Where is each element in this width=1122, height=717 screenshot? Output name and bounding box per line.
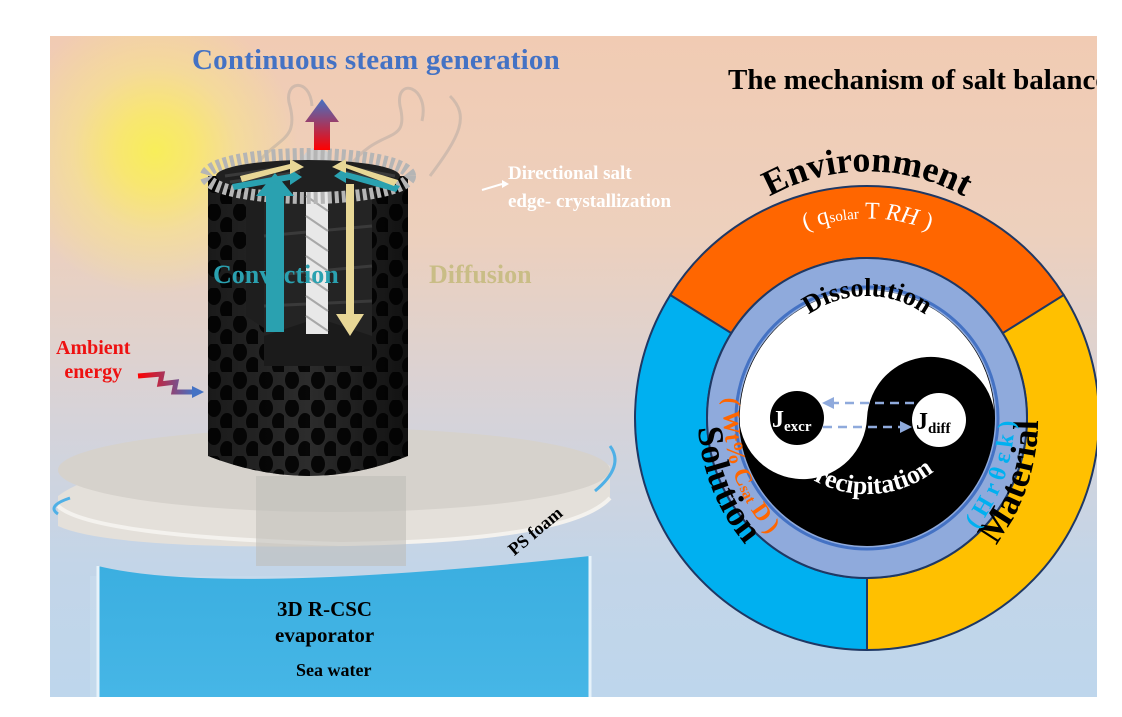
ambient-line1: Ambient [56, 337, 131, 359]
figure-panel: Environment ( qsolar T RH ) Dissolution … [50, 36, 1097, 697]
ambient-energy-label: Ambient energy [56, 336, 130, 384]
steam-generation-title: Continuous steam generation [192, 44, 560, 76]
outer-ring-segments [634, 184, 1097, 652]
ambient-line2: energy [64, 361, 123, 383]
j-excr-label: Jexcr [772, 407, 812, 435]
evaporator-line1: 3D R-CSC [277, 597, 373, 621]
evaporator-line2: evaporator [275, 623, 375, 647]
evaporator-illustration [52, 83, 617, 697]
sea-water-label: Sea water [296, 660, 372, 680]
heat-wave-arrow-icon [137, 371, 204, 398]
inner-ring-border [734, 285, 1000, 551]
edge-crystallization-label: Directional salt edge- crystallization [508, 160, 671, 216]
steam-arrow-icon [305, 99, 339, 150]
sea-water-container [90, 556, 592, 697]
j-excr-node [770, 391, 824, 445]
evaporator-label: 3D R-CSC evaporator [275, 596, 374, 648]
yin-yang [739, 290, 995, 546]
diffusion-arrows [240, 159, 398, 336]
edge-label-line1: Directional salt [508, 163, 632, 184]
convection-label: Convection [213, 260, 339, 289]
j-diff-label: Jdiff [916, 409, 952, 437]
salt-balance-diagram: Environment ( qsolar T RH ) Dissolution … [634, 139, 1097, 652]
edge-pointer-arrow [481, 183, 503, 191]
diffusion-label: Diffusion [429, 260, 532, 289]
edge-label-line2: edge- crystallization [508, 191, 672, 212]
convection-arrows [232, 167, 400, 332]
salt-balance-title: The mechanism of salt balance [728, 64, 1097, 96]
evaporator-cylinder [200, 148, 416, 476]
j-diff-node [912, 393, 966, 447]
